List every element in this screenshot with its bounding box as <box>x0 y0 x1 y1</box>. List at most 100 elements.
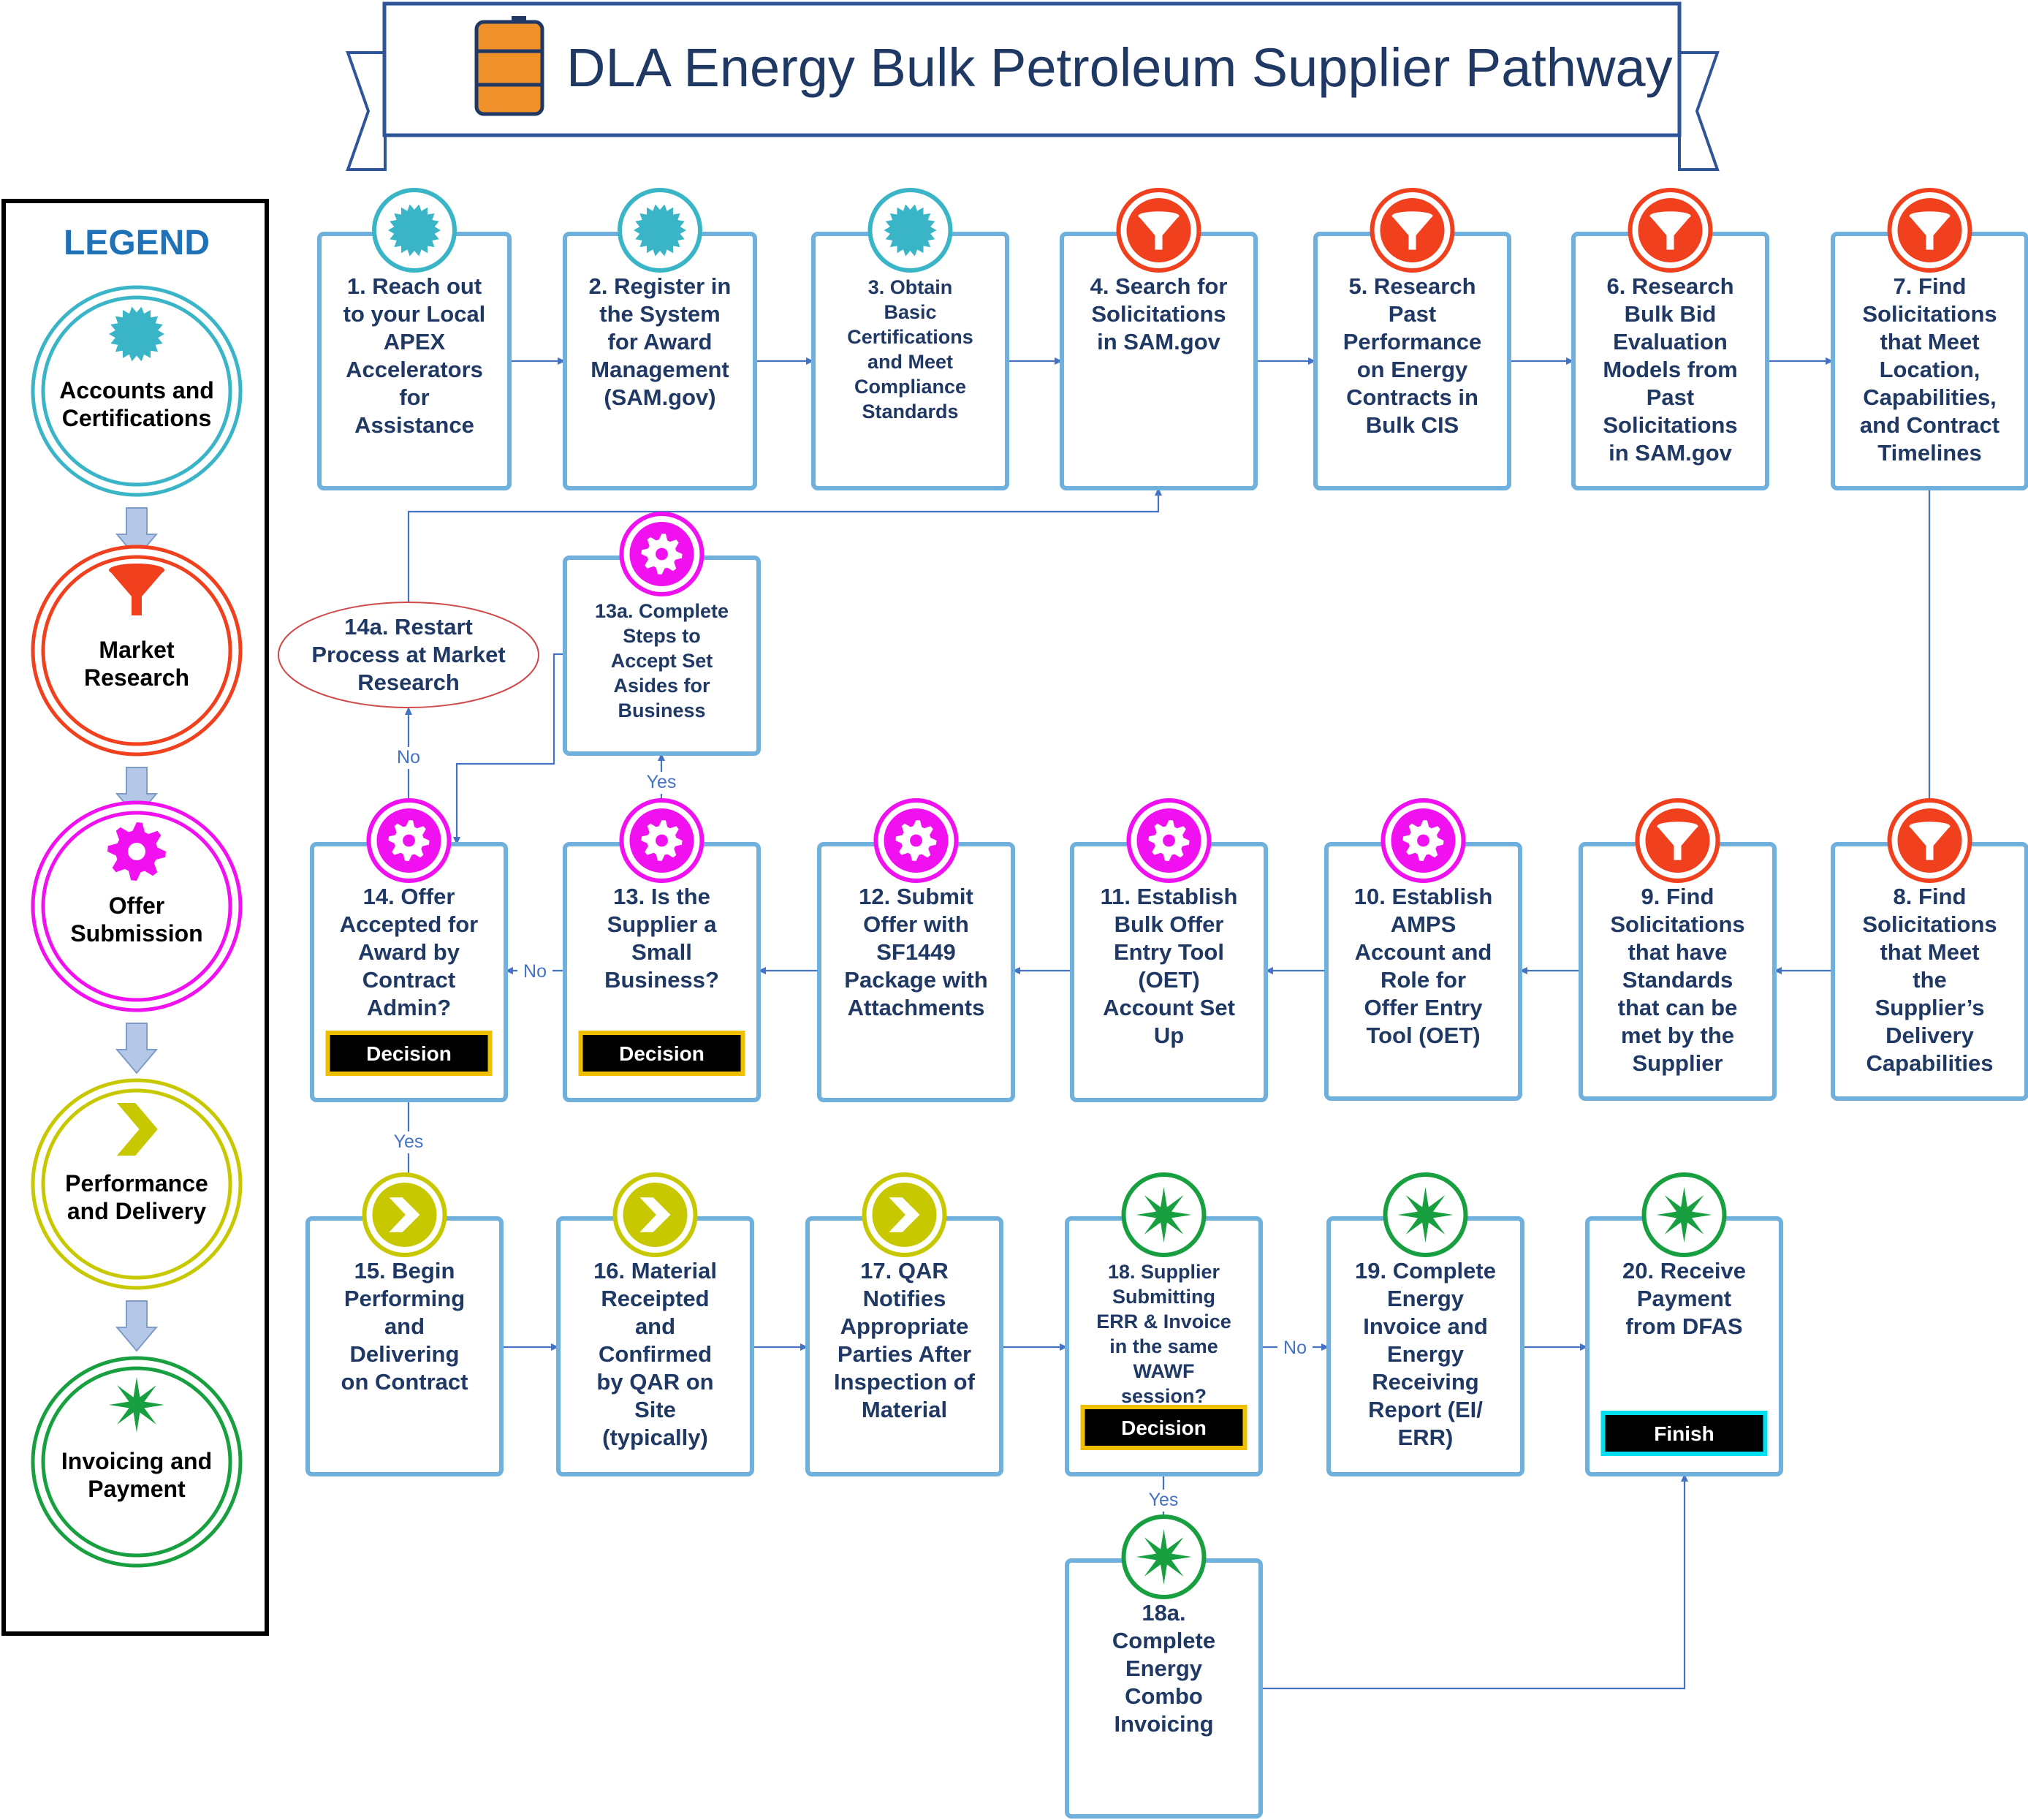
step-label: 5. Research <box>1348 273 1476 299</box>
step-label: and Contract <box>1860 412 1999 438</box>
step-label: Role for <box>1381 967 1466 993</box>
step-label: Receiving <box>1372 1369 1478 1395</box>
step-label: Performing <box>344 1286 465 1311</box>
step-label: 7. Find <box>1894 273 1967 299</box>
step-label: ERR & Invoice <box>1096 1311 1231 1332</box>
step-label: 10. Establish <box>1354 884 1493 909</box>
step-label: Submitting <box>1112 1286 1215 1308</box>
step-label: 19. Complete <box>1355 1258 1496 1284</box>
legend-label: Market <box>99 637 175 663</box>
starburst-icon <box>884 204 937 257</box>
star-icon <box>109 1377 164 1433</box>
step-label: Capabilities, <box>1863 384 1997 410</box>
decision-badge: Decision <box>1080 1405 1247 1450</box>
badge-label: Decision <box>619 1042 705 1065</box>
step-label: and Meet <box>867 351 953 373</box>
edge-label-yes: Yes <box>647 772 677 792</box>
step-label: session? <box>1121 1385 1207 1407</box>
funnel-icon <box>1649 211 1691 250</box>
step-label: Past <box>1647 384 1694 410</box>
step-label: Accept Set <box>611 650 713 672</box>
decision-badge: Decision <box>325 1031 493 1076</box>
step-label: Solicitations <box>1603 412 1737 438</box>
step-label: Entry Tool <box>1114 939 1224 965</box>
step-label: Solicitations <box>1091 301 1226 327</box>
star-icon <box>1397 1187 1454 1243</box>
step-label: Business? <box>604 967 719 993</box>
step-label: 9. Find <box>1641 884 1714 909</box>
badge-label: Decision <box>1121 1417 1207 1439</box>
step-label: Evaluation <box>1613 329 1728 354</box>
gear-icon <box>641 820 683 861</box>
step-label: Supplier a <box>607 911 718 937</box>
legend-heading: LEGEND <box>64 224 210 262</box>
star-icon <box>1656 1187 1712 1243</box>
chevron-icon <box>117 1103 158 1156</box>
page-title: DLA Energy Bulk Petroleum Supplier Pathw… <box>566 37 1673 98</box>
step-label: Business <box>618 699 705 721</box>
step-label: Offer with <box>863 911 969 937</box>
step-label: Bulk Offer <box>1114 911 1224 937</box>
step-label: Payment <box>1637 1286 1731 1311</box>
step-label: Energy <box>1387 1286 1465 1311</box>
step-label: SF1449 <box>876 939 956 965</box>
step-label: APEX <box>384 329 446 354</box>
step-label: Up <box>1154 1023 1184 1048</box>
step-label: Attachments <box>848 995 985 1020</box>
step-label: met by the <box>1621 1023 1734 1048</box>
finish-badge: Finish <box>1600 1411 1768 1456</box>
step-label: 15. Begin <box>354 1258 455 1284</box>
starburst-icon <box>634 204 686 257</box>
funnel-icon <box>109 570 164 615</box>
step-label: 1. Reach out <box>347 273 482 299</box>
step-label: 16. Material <box>593 1258 717 1284</box>
gear-icon <box>1402 820 1444 861</box>
step-label: Delivery <box>1885 1023 1974 1048</box>
step-label: Tool (OET) <box>1366 1023 1480 1048</box>
step-label: 6. Research <box>1606 273 1733 299</box>
step-label: Confirmed <box>599 1341 712 1367</box>
step-label: Invoice and <box>1363 1313 1488 1339</box>
step-label: Location, <box>1880 357 1980 382</box>
edge-label-no: No <box>523 961 547 982</box>
edge-label-no: No <box>397 747 420 767</box>
funnel-icon <box>1391 211 1433 250</box>
legend-label: Offer <box>109 892 164 919</box>
step-label: Material <box>862 1397 947 1422</box>
chevron-icon <box>389 1197 420 1232</box>
arrow-14a-4 <box>407 488 1162 603</box>
legend-label: Certifications <box>62 405 211 431</box>
step-label: Performance <box>1343 329 1482 354</box>
step-label: Account and <box>1355 939 1492 965</box>
starburst-icon <box>388 204 441 257</box>
step-label: Delivering <box>350 1341 460 1367</box>
barrel-icon <box>474 16 544 116</box>
step-label: 11. Establish <box>1101 884 1238 909</box>
step-label: Package with <box>844 967 987 993</box>
step-label: Asides for <box>613 675 710 697</box>
step-label: 8. Find <box>1894 884 1967 909</box>
step-label: 17. QAR <box>860 1258 949 1284</box>
step-label: the System <box>599 301 720 327</box>
star-icon <box>1136 1187 1192 1243</box>
step-label: in the same <box>1109 1335 1218 1357</box>
funnel-icon <box>1138 211 1180 250</box>
step-label: (OET) <box>1138 967 1199 993</box>
legend-label: Research <box>84 664 189 691</box>
